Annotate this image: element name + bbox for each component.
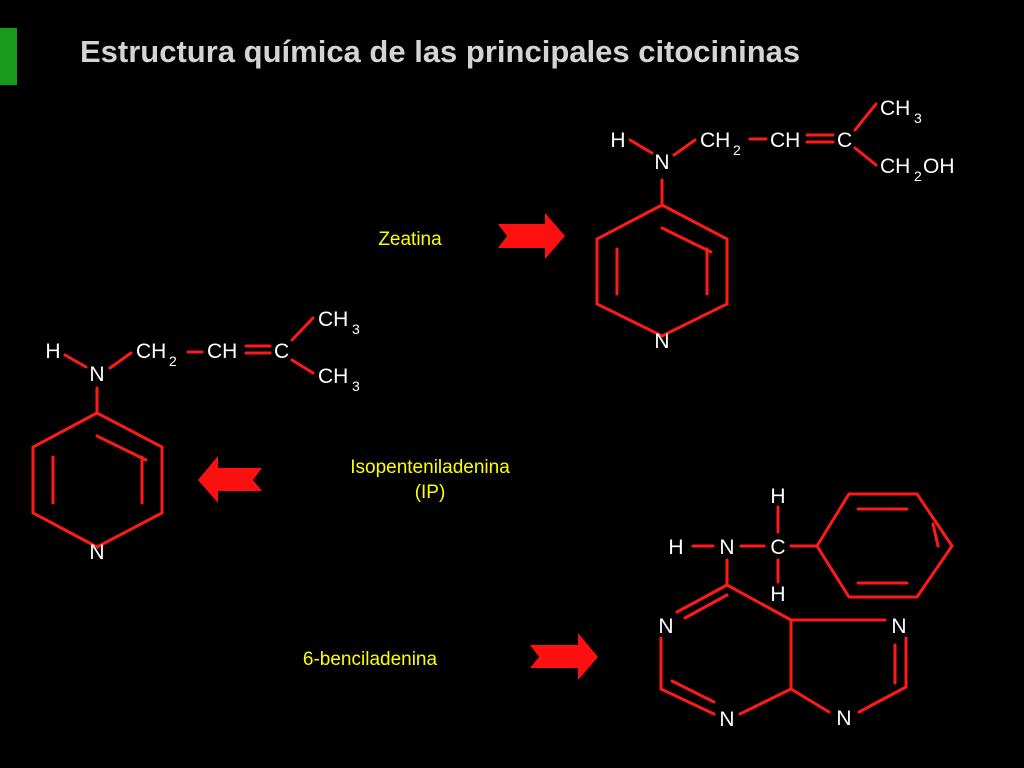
isopenteniladenina-name: Isopenteniladenina: [350, 457, 510, 478]
atom-h: H: [45, 340, 60, 363]
atom-h-bottom: H: [770, 583, 785, 606]
accent-bar: [0, 28, 17, 85]
benciladenina-structure: H H N C H N N N N: [658, 485, 954, 731]
atom-ch3-top-label: CH: [318, 308, 348, 331]
atom-c: C: [274, 340, 289, 363]
atom-ch: CH: [770, 129, 800, 152]
atom-n-ring: N: [654, 330, 669, 353]
atom-ch3-label: CH: [880, 97, 910, 120]
arrow-left-icon: [198, 456, 262, 503]
atom-ch3-top-subscript: 3: [352, 321, 360, 337]
atom-ch2oh-oh: OH: [923, 155, 955, 178]
atom-ch: CH: [207, 340, 237, 363]
isopenteniladenina-caption: Isopenteniladenina (IP): [300, 455, 560, 505]
atom-ch2-label: CH: [136, 340, 166, 363]
atom-h-top: H: [770, 485, 785, 508]
atom-n-amine: N: [654, 151, 669, 174]
atom-c: C: [837, 129, 852, 152]
atom-ch2oh-ch: CH: [880, 155, 910, 178]
atom-n-amine: N: [89, 363, 104, 386]
atom-ch3-bottom-label: CH: [318, 365, 348, 388]
isopenteniladenina-abbrev: (IP): [414, 482, 446, 503]
arrow-right-icon: [530, 633, 598, 680]
atom-ch2-subscript: 2: [169, 353, 177, 369]
atom-ch2-label: CH: [700, 129, 730, 152]
isopenteniladenina-structure: H N CH 2 CH C CH 3 CH 3 N: [31, 308, 360, 564]
slide-title: Estructura química de las principales ci…: [80, 34, 801, 69]
atom-n-amine: N: [719, 536, 734, 559]
atom-n9: N: [836, 707, 851, 730]
atom-n7: N: [891, 615, 906, 638]
atom-n3: N: [719, 708, 734, 731]
arrow-right-icon: [498, 213, 565, 259]
atom-ch3-bottom-subscript: 3: [352, 378, 360, 394]
atom-n1: N: [658, 615, 673, 638]
atom-c-methylene: C: [770, 536, 785, 559]
atom-ch2oh-subscript: 2: [914, 168, 922, 184]
benciladenina-caption: 6-benciladenina: [302, 649, 438, 670]
atom-n-ring: N: [89, 541, 104, 564]
atom-h-left: H: [668, 536, 683, 559]
zeatina-caption: Zeatina: [378, 229, 442, 250]
atom-ch2-subscript: 2: [733, 142, 741, 158]
zeatina-structure: H N CH 2 CH C CH 3 CH 2 OH N: [595, 97, 955, 353]
atom-h: H: [610, 129, 625, 152]
atom-ch3-subscript: 3: [914, 110, 922, 126]
